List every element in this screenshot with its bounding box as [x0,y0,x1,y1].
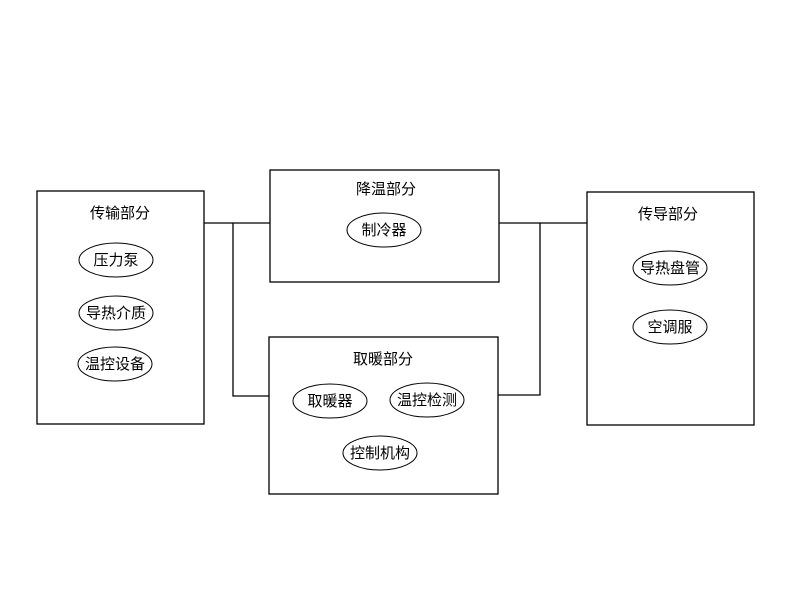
component-label: 控制机构 [350,444,410,462]
component-node: 导热介质 [78,295,154,331]
section-title: 传导部分 [638,205,698,223]
cooling-section: 降温部分 制冷器 [269,169,500,283]
component-node: 空调服 [632,309,708,345]
transport-section: 传输部分 压力泵 导热介质 温控设备 [36,190,205,425]
component-label: 导热介质 [86,304,146,322]
component-node: 取暖器 [292,383,368,419]
component-label: 温控设备 [85,355,145,373]
section-title: 取暖部分 [353,350,413,368]
component-label: 空调服 [647,318,692,336]
component-label: 温控检测 [397,391,457,409]
component-node: 压力泵 [78,242,154,278]
component-label: 导热盘管 [640,259,700,277]
section-title: 降温部分 [356,180,416,198]
connectors-left [204,222,270,397]
component-label: 取暖器 [307,392,352,410]
component-node: 温控检测 [389,382,465,418]
component-node: 控制机构 [342,435,418,471]
component-label: 压力泵 [93,251,138,269]
connectors-right [498,222,587,396]
component-node: 制冷器 [346,212,422,248]
component-node: 温控设备 [77,346,153,382]
heating-section: 取暖部分 取暖器 温控检测 控制机构 [268,336,499,495]
conduction-section: 传导部分 导热盘管 空调服 [586,191,755,426]
component-node: 导热盘管 [632,250,708,286]
section-title: 传输部分 [90,204,150,222]
component-label: 制冷器 [361,221,406,239]
